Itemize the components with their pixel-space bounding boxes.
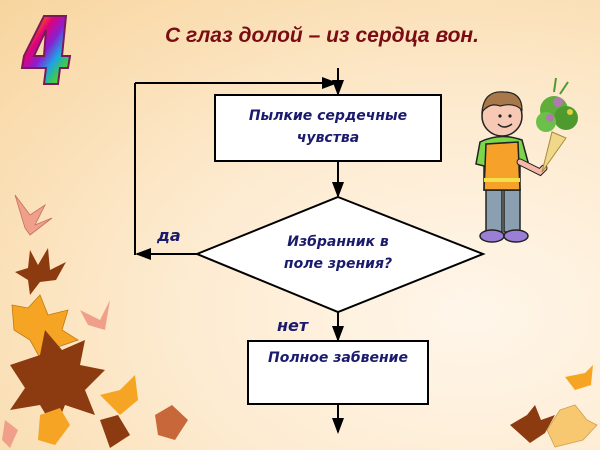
boy-with-bouquet-icon [475,77,578,243]
process-1-text: Пылкие сердечные чувства [215,105,441,149]
process-1-line2: чувства [296,130,360,146]
process-1-line1: Пылкие сердечные [248,108,408,124]
decision-1-text: Избранник в поле зрения? [240,231,436,275]
process-2-text: Полное забвение [248,347,428,369]
slide-title: С глаз долой – из сердца вон. [165,24,479,47]
yes-label: да [157,226,181,245]
no-label: нет [277,316,309,335]
process-2-line1: Полное забвение [268,350,408,366]
autumn-leaves-icon [2,194,188,448]
slide-number-badge [20,15,72,85]
decision-1-line1: Избранник в [287,234,389,250]
autumn-leaves-corner-icon [510,365,598,448]
decision-1-line2: поле зрения? [283,256,393,272]
process-box-1 [214,94,442,162]
